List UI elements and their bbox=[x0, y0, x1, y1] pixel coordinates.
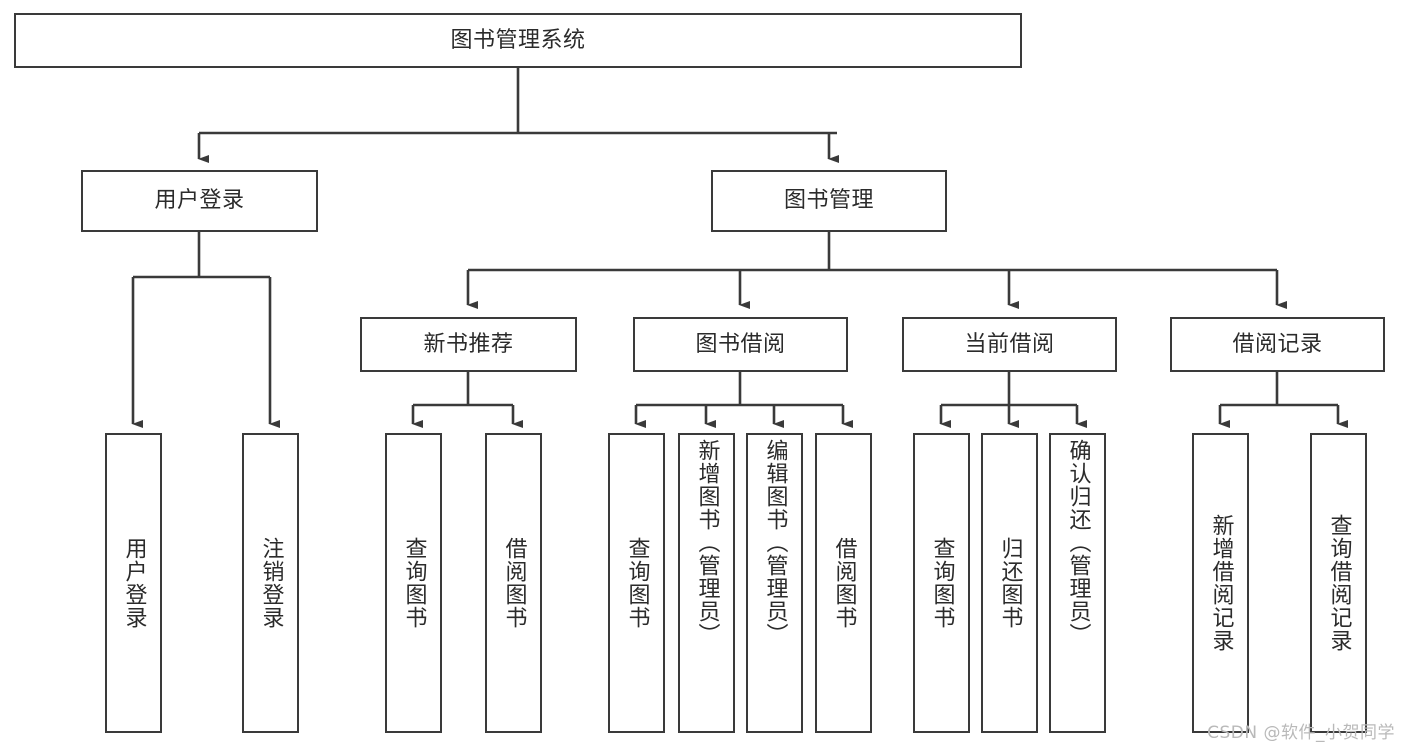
node-leaf-add-book[interactable]: 新增图书（管理员） bbox=[678, 433, 735, 733]
node-current-borrow-label: 当前借阅 bbox=[964, 331, 1055, 357]
node-leaf-query-book-2-label: 查询图书 bbox=[624, 537, 650, 629]
node-leaf-user-login-label: 用户登录 bbox=[121, 537, 147, 629]
node-leaf-confirm-return-label: 确认归还（管理员） bbox=[1065, 439, 1091, 646]
node-book-borrow-label: 图书借阅 bbox=[695, 331, 786, 357]
node-book-borrow[interactable]: 图书借阅 bbox=[633, 317, 848, 372]
node-root-system[interactable]: 图书管理系统 bbox=[14, 13, 1022, 68]
node-book-management[interactable]: 图书管理 bbox=[711, 170, 947, 232]
node-leaf-add-record-label: 新增借阅记录 bbox=[1208, 514, 1234, 652]
node-leaf-query-record-label: 查询借阅记录 bbox=[1326, 514, 1352, 652]
node-leaf-query-book-3[interactable]: 查询图书 bbox=[913, 433, 970, 733]
node-leaf-borrow-book-1[interactable]: 借阅图书 bbox=[485, 433, 542, 733]
node-leaf-logout[interactable]: 注销登录 bbox=[242, 433, 299, 733]
node-leaf-borrow-book-2-label: 借阅图书 bbox=[831, 537, 857, 629]
node-leaf-query-book-2[interactable]: 查询图书 bbox=[608, 433, 665, 733]
node-leaf-borrow-book-1-label: 借阅图书 bbox=[501, 537, 527, 629]
node-current-borrow[interactable]: 当前借阅 bbox=[902, 317, 1117, 372]
node-book-management-label: 图书管理 bbox=[783, 188, 874, 214]
node-leaf-add-record[interactable]: 新增借阅记录 bbox=[1192, 433, 1249, 733]
node-leaf-return-book-label: 归还图书 bbox=[997, 537, 1023, 629]
node-root-system-label: 图书管理系统 bbox=[450, 27, 586, 53]
node-borrow-record[interactable]: 借阅记录 bbox=[1170, 317, 1385, 372]
node-new-book-recommend-label: 新书推荐 bbox=[423, 331, 514, 357]
node-leaf-query-record[interactable]: 查询借阅记录 bbox=[1310, 433, 1367, 733]
node-leaf-confirm-return[interactable]: 确认归还（管理员） bbox=[1049, 433, 1106, 733]
node-leaf-return-book[interactable]: 归还图书 bbox=[981, 433, 1038, 733]
node-new-book-recommend[interactable]: 新书推荐 bbox=[360, 317, 577, 372]
node-leaf-query-book-1-label: 查询图书 bbox=[401, 537, 427, 629]
node-user-login-label: 用户登录 bbox=[154, 188, 245, 214]
node-leaf-edit-book[interactable]: 编辑图书（管理员） bbox=[746, 433, 803, 733]
node-leaf-add-book-label: 新增图书（管理员） bbox=[694, 439, 720, 646]
node-leaf-query-book-3-label: 查询图书 bbox=[929, 537, 955, 629]
node-leaf-user-login[interactable]: 用户登录 bbox=[105, 433, 162, 733]
node-borrow-record-label: 借阅记录 bbox=[1232, 331, 1323, 357]
node-leaf-edit-book-label: 编辑图书（管理员） bbox=[762, 439, 788, 646]
node-leaf-logout-label: 注销登录 bbox=[258, 537, 284, 629]
csdn-watermark: CSDN @软件_小贺同学 bbox=[1207, 723, 1395, 743]
node-leaf-borrow-book-2[interactable]: 借阅图书 bbox=[815, 433, 872, 733]
node-leaf-query-book-1[interactable]: 查询图书 bbox=[385, 433, 442, 733]
node-user-login[interactable]: 用户登录 bbox=[81, 170, 318, 232]
